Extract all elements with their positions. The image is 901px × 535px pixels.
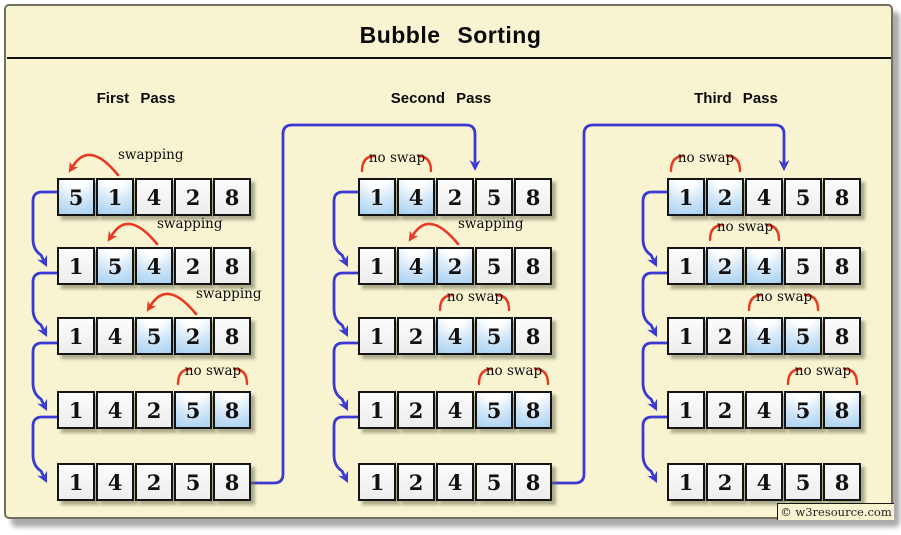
array-cell: 5 [784, 391, 822, 429]
array-cell: 8 [213, 391, 251, 429]
array-cell: 2 [706, 463, 744, 501]
array-cell: 4 [745, 463, 783, 501]
array-cell: 1 [358, 391, 396, 429]
array-cell: 5 [135, 317, 173, 355]
no-swap-label: no swap [794, 363, 852, 379]
array-cell: 5 [475, 247, 513, 285]
array-cell: 5 [475, 391, 513, 429]
page-title: Bubble Sorting [359, 22, 542, 48]
array-cell: 2 [436, 178, 474, 216]
array-cell: 1 [358, 317, 396, 355]
array-cell: 5 [475, 317, 513, 355]
array-cell: 2 [706, 317, 744, 355]
no-swap-label: no swap [368, 150, 426, 166]
array-cell: 8 [213, 463, 251, 501]
array-cell: 1 [57, 463, 95, 501]
array-cell: 4 [397, 178, 435, 216]
array-cell: 4 [96, 317, 134, 355]
array-cell: 5 [475, 178, 513, 216]
array-cell: 8 [823, 391, 861, 429]
array-cell: 1 [358, 247, 396, 285]
no-swap-label: no swap [716, 219, 774, 235]
array-cell: 5 [174, 391, 212, 429]
array-cell: 1 [667, 178, 705, 216]
no-swap-label: no swap [755, 289, 813, 305]
array-cell: 1 [667, 247, 705, 285]
array-cell: 8 [514, 391, 552, 429]
array-cell: 4 [745, 178, 783, 216]
no-swap-label: no swap [184, 363, 242, 379]
pass-header: Second Pass [390, 90, 492, 107]
swap-label: swapping [458, 216, 524, 232]
array-cell: 2 [397, 317, 435, 355]
array-cell: 2 [436, 247, 474, 285]
no-swap-label: no swap [485, 363, 543, 379]
array-cell: 8 [823, 178, 861, 216]
array-cell: 8 [823, 317, 861, 355]
array-cell: 2 [397, 391, 435, 429]
array-cell: 2 [174, 317, 212, 355]
array-cell: 2 [135, 463, 173, 501]
array-cell: 8 [823, 247, 861, 285]
array-cell: 5 [475, 463, 513, 501]
array-cell: 4 [135, 247, 173, 285]
pass-header: Third Pass [694, 90, 778, 107]
array-cell: 2 [135, 391, 173, 429]
array-cell: 2 [706, 247, 744, 285]
array-cell: 4 [436, 391, 474, 429]
pass-header: First Pass [96, 90, 176, 107]
array-cell: 1 [667, 463, 705, 501]
title-divider [7, 57, 891, 59]
array-cell: 8 [213, 247, 251, 285]
array-cell: 5 [784, 178, 822, 216]
array-cell: 4 [96, 463, 134, 501]
array-cell: 2 [397, 463, 435, 501]
array-cell: 1 [667, 391, 705, 429]
array-cell: 1 [96, 178, 134, 216]
array-cell: 1 [57, 317, 95, 355]
array-cell: 5 [96, 247, 134, 285]
array-cell: 8 [514, 317, 552, 355]
no-swap-label: no swap [446, 289, 504, 305]
no-swap-label: no swap [677, 150, 735, 166]
array-cell: 1 [358, 178, 396, 216]
array-cell: 5 [174, 463, 212, 501]
array-cell: 8 [514, 463, 552, 501]
array-cell: 2 [706, 391, 744, 429]
array-cell: 4 [436, 463, 474, 501]
watermark: © w3resource.com [777, 503, 894, 520]
array-cell: 8 [514, 247, 552, 285]
array-cell: 8 [213, 178, 251, 216]
array-cell: 2 [706, 178, 744, 216]
swap-label: swapping [118, 147, 184, 163]
array-cell: 8 [213, 317, 251, 355]
array-cell: 8 [514, 178, 552, 216]
array-cell: 5 [784, 317, 822, 355]
array-cell: 4 [96, 391, 134, 429]
array-cell: 1 [667, 317, 705, 355]
array-cell: 4 [745, 247, 783, 285]
array-cell: 2 [174, 178, 212, 216]
array-cell: 2 [174, 247, 212, 285]
array-cell: 1 [57, 247, 95, 285]
array-cell: 1 [358, 463, 396, 501]
swap-label: swapping [196, 286, 262, 302]
array-cell: 5 [57, 178, 95, 216]
array-cell: 5 [784, 247, 822, 285]
array-cell: 1 [57, 391, 95, 429]
array-cell: 4 [745, 317, 783, 355]
array-cell: 8 [823, 463, 861, 501]
array-cell: 4 [436, 317, 474, 355]
array-cell: 4 [745, 391, 783, 429]
array-cell: 5 [784, 463, 822, 501]
array-cell: 4 [397, 247, 435, 285]
array-cell: 4 [135, 178, 173, 216]
swap-label: swapping [157, 216, 223, 232]
